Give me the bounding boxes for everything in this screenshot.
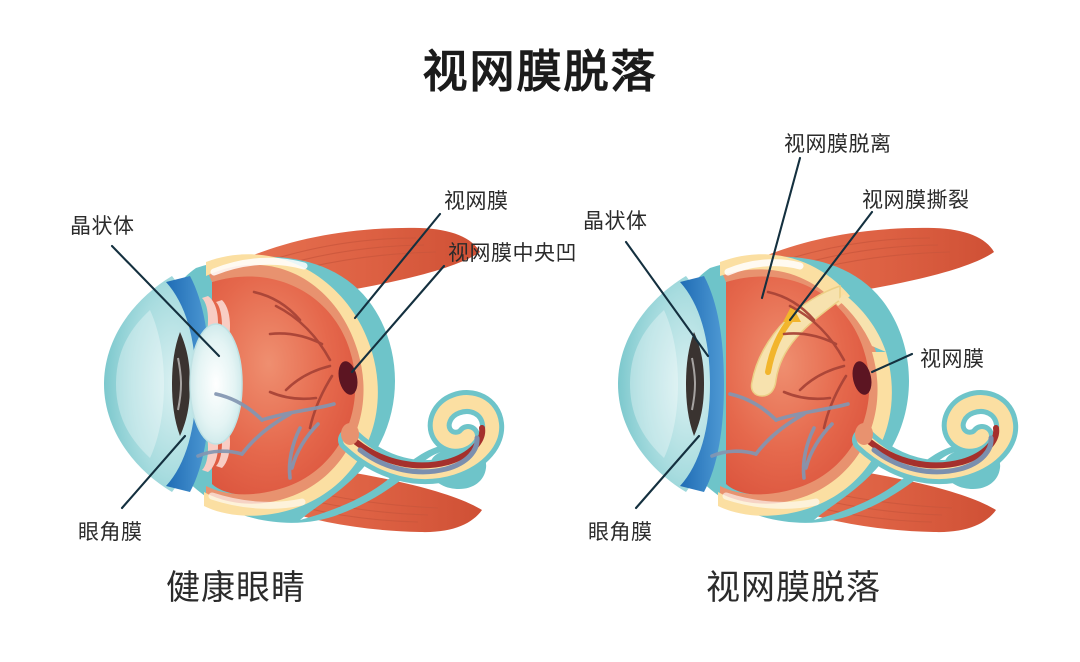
retina-lower-right: [718, 352, 892, 516]
leader-line-retina-left: [353, 212, 442, 320]
retinal-veins-right: [710, 392, 850, 480]
optic-nerve-right: [852, 390, 1019, 485]
retina-highlight-left: [210, 257, 308, 276]
lens-outline-left: [189, 323, 243, 445]
optic-disc-right: [855, 423, 873, 445]
iris-right: [680, 276, 724, 492]
cornea-highlight-left: [116, 310, 164, 458]
leader-line-fovea-left: [350, 264, 446, 374]
label-cornea-right: 眼角膜: [588, 521, 653, 544]
lens-left: [190, 324, 242, 444]
fovea-right: [852, 361, 872, 395]
detached-retina-flap-upper: [838, 294, 886, 352]
retina-highlight-bottom-right: [722, 492, 820, 509]
leader-line-cornea-right: [634, 434, 701, 510]
label-lens-right: 晶状体: [583, 210, 648, 233]
iris-left: [166, 276, 210, 492]
optic-disc-left: [341, 423, 359, 445]
retinal-arteries-left: [252, 290, 334, 430]
label-retina-right: 视网膜: [920, 348, 985, 371]
label-fovea-left: 视网膜中央凹: [448, 242, 577, 265]
retina-highlight-bottom-left: [208, 492, 306, 509]
leader-line-lens-right: [624, 240, 710, 358]
retinal-tear-arrow: [765, 305, 801, 375]
vitreous-left: [212, 275, 362, 496]
cornea-left: [104, 276, 200, 492]
pupil-highlight-left: [177, 357, 183, 411]
retinal-arteries-right: [766, 290, 848, 430]
page-title: 视网膜脱落: [422, 46, 658, 97]
right-eye-diagram: [618, 227, 1019, 533]
retinal-veins-left: [196, 392, 336, 480]
leader-line-cornea-left: [120, 434, 187, 510]
left-eye-diagram: [104, 227, 505, 533]
pupil-highlight-right: [691, 357, 697, 411]
leader-lines: [110, 156, 914, 510]
vitreous-right: [726, 275, 876, 496]
cornea-highlight-right: [630, 310, 678, 458]
leader-line-retina-right: [870, 352, 914, 374]
caption-detached-eye: 视网膜脱落: [706, 569, 881, 607]
label-cornea-left: 眼角膜: [78, 521, 143, 544]
label-lens-left: 晶状体: [70, 215, 135, 238]
leader-line-detachment-right: [760, 156, 802, 300]
label-detachment: 视网膜脱离: [784, 133, 892, 156]
label-tear: 视网膜撕裂: [862, 189, 970, 212]
label-retina-left: 视网膜: [444, 190, 509, 213]
leader-line-tear-right: [788, 210, 874, 322]
leader-line-lens-left: [110, 244, 221, 358]
caption-healthy-eye: 健康眼睛: [166, 569, 306, 607]
retina-highlight-right: [724, 259, 804, 276]
optic-nerve-left: [338, 390, 505, 485]
